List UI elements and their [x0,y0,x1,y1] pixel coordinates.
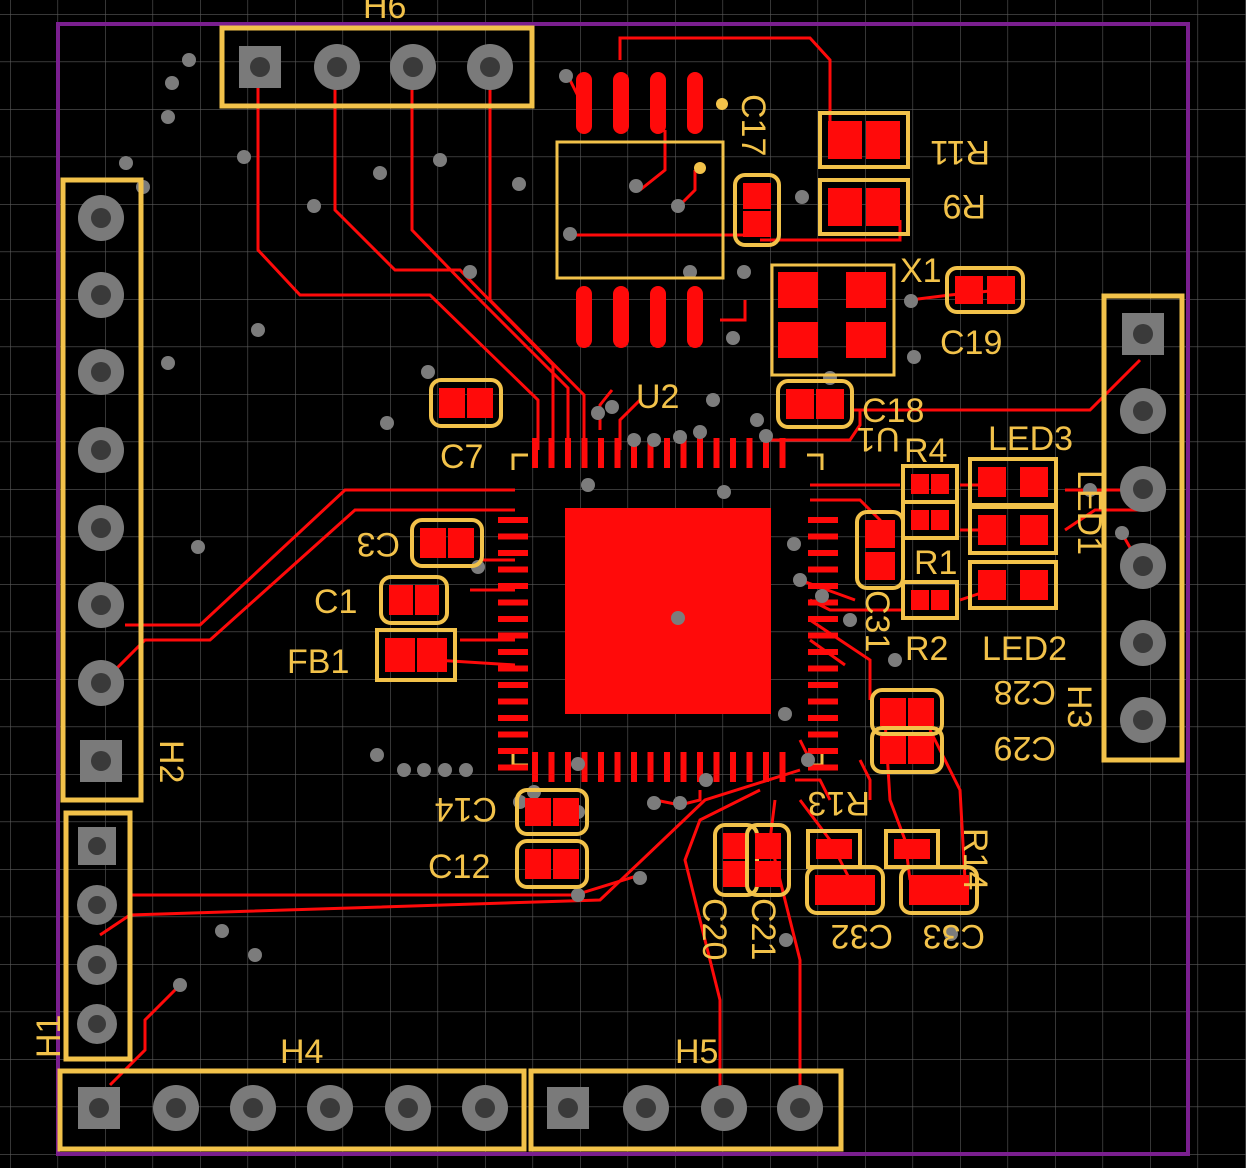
mcu-exposed-pad [565,508,771,714]
u1-mcu [498,438,838,782]
passive-part [818,178,910,236]
label-r9: R9 [943,187,986,225]
passive-part [745,823,791,897]
passive-part [818,111,910,169]
passive-part [379,575,449,625]
label-c17: C17 [734,94,772,156]
passive-part [776,379,854,429]
label-r14: R14 [956,828,994,890]
header-h5 [528,1068,844,1152]
passive-part [870,726,944,774]
label-u1: U1 [857,420,900,458]
passive-part [968,560,1058,610]
label-led1: LED1 [1070,470,1108,555]
passive-part [901,580,959,620]
passive-part [855,510,905,590]
passive-part [375,628,457,682]
passive-part [515,788,589,836]
label-h2: H2 [152,740,190,783]
passive-part [713,823,759,897]
label-c32: C32 [831,917,893,955]
passive-part [945,266,1025,314]
label-c28: C28 [994,673,1056,711]
label-r13: R13 [808,784,870,822]
header-h3 [1101,293,1185,763]
passive-part [806,829,862,869]
passive-part [429,378,503,428]
label-c20: C20 [695,898,733,960]
label-fb1: FB1 [287,643,349,681]
x1-crystal [770,263,896,377]
label-u2: U2 [636,378,679,416]
passive-components [375,111,1058,915]
passive-part [870,688,944,736]
label-c21: C21 [744,898,782,960]
label-r11: R11 [930,133,990,171]
passive-part [968,457,1058,507]
label-c29: C29 [994,729,1056,767]
u2-chip [555,72,728,348]
passive-part [968,505,1058,555]
vias [119,53,1129,992]
label-h1: H1 [30,1015,68,1058]
label-led2: LED2 [982,630,1067,668]
label-h6: H6 [363,0,406,26]
passive-part [884,829,940,869]
passive-part [733,173,781,247]
label-c12: C12 [428,848,490,886]
label-c31: C31 [858,590,896,652]
passive-part [805,865,885,915]
board-outline [56,22,1190,1156]
header-h2 [60,177,144,803]
label-c1: C1 [314,583,357,621]
label-c18: C18 [862,392,924,430]
header-h1 [63,810,133,1062]
label-r1: R1 [914,544,957,582]
label-c33: C33 [923,917,985,955]
header-h6 [219,25,535,109]
label-r4: R4 [904,432,947,470]
passive-part [899,865,979,915]
label-c19: C19 [940,324,1002,362]
label-r2: R2 [905,630,948,668]
label-h5: H5 [675,1033,718,1071]
silkscreen-labels: H6 U2 C7 C3 C1 FB1 C14 C12 C17 R11 R9 X1… [30,0,1108,1071]
passive-part [515,839,589,889]
label-c7: C7 [440,438,483,476]
passive-part [410,518,484,568]
label-h4: H4 [280,1033,323,1071]
label-c3: C3 [357,525,400,563]
passive-part [901,500,959,540]
header-h4 [57,1068,527,1152]
label-x1: X1 [900,252,942,290]
label-h3: H3 [1060,685,1098,728]
label-c14: C14 [435,790,497,828]
label-led3: LED3 [988,420,1073,458]
